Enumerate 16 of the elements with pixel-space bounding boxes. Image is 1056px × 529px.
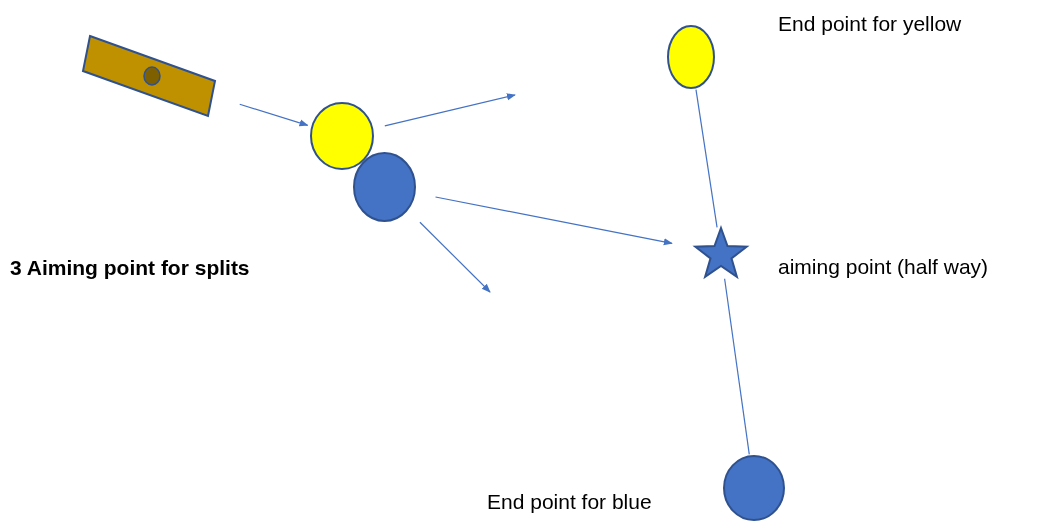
arrow: [239, 103, 309, 127]
point-label: End point for yellow: [778, 12, 962, 36]
ball: [310, 102, 374, 170]
diagram-title: 3 Aiming point for splits: [10, 256, 250, 280]
line: [695, 89, 718, 228]
point-label: aiming point (half way): [778, 255, 989, 279]
arrow: [434, 196, 673, 246]
ball: [723, 455, 785, 521]
mallet-drawing: [80, 33, 218, 119]
point-label: End point for blue: [487, 490, 652, 514]
ball: [353, 152, 416, 222]
arrow: [419, 221, 491, 293]
aiming-star: [693, 227, 749, 279]
arrow: [384, 93, 516, 127]
line: [724, 278, 750, 455]
ball: [667, 25, 715, 89]
